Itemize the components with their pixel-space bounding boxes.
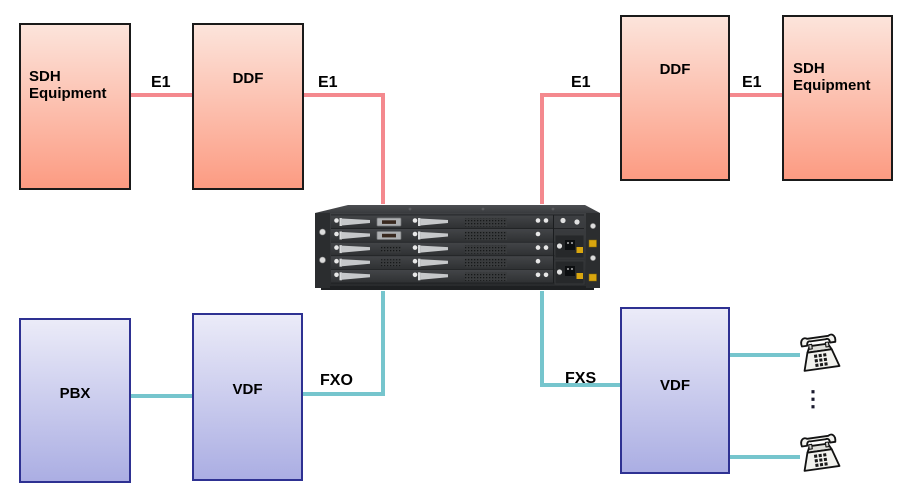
pbx-vdf-link — [131, 394, 192, 398]
fxs-label: FXS — [565, 370, 597, 387]
ddf-box-left: DDF — [192, 23, 304, 190]
vdf-left-label: VDF — [232, 380, 263, 398]
fxo-label: FXO — [320, 372, 353, 389]
e1-label-ddf-gateway-left: E1 — [318, 74, 338, 91]
sdh-equipment-right-label: SDH Equipment — [793, 60, 871, 94]
e1-link-sdh-ddf-left — [131, 93, 192, 97]
vertical-ellipsis: ⋮ — [802, 386, 824, 411]
ddf-right-label: DDF — [659, 61, 691, 78]
fxs-link-v — [540, 291, 544, 387]
e1-label-sdh-ddf-left: E1 — [151, 74, 171, 91]
fxo-link-v — [381, 291, 385, 396]
vdf-box-right: VDF — [620, 307, 730, 474]
pbx-label: PBX — [59, 385, 91, 402]
sdh-equipment-box-right: SDH Equipment — [782, 15, 893, 181]
e1-link-ddf-gateway-left-v — [381, 93, 385, 204]
e1-link-gateway-ddf-right-h — [540, 93, 620, 97]
e1-label-gateway-ddf-right: E1 — [571, 74, 591, 91]
rack-chassis-icon — [315, 205, 600, 290]
fxs-link-h — [540, 383, 620, 387]
vdf-box-left: VDF — [192, 313, 303, 481]
telephone-icon — [794, 430, 845, 478]
e1-label-ddf-sdh-right: E1 — [742, 74, 762, 91]
fxo-link-h — [303, 392, 385, 396]
sdh-equipment-box-left: SDH Equipment — [19, 23, 131, 190]
ddf-left-label: DDF — [232, 70, 264, 87]
e1-link-ddf-gateway-left-h — [303, 93, 385, 97]
vdf-phone-link-1 — [730, 353, 800, 357]
media-gateway-device — [315, 202, 600, 294]
ddf-box-right: DDF — [620, 15, 730, 181]
e1-link-gateway-ddf-right-v — [540, 93, 544, 204]
telephone-icon — [794, 330, 845, 378]
sdh-equipment-left-label: SDH Equipment — [29, 68, 107, 102]
vdf-right-label: VDF — [660, 377, 690, 394]
vdf-phone-link-2 — [730, 455, 800, 459]
pbx-box: PBX — [19, 318, 131, 483]
e1-link-ddf-sdh-right — [730, 93, 782, 97]
